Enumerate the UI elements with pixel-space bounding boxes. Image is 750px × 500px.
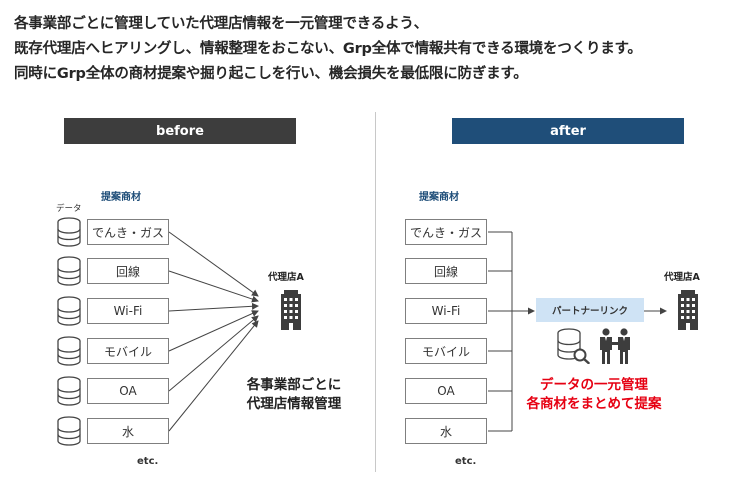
database-icon (57, 336, 81, 366)
after-bracket (488, 231, 667, 432)
product-box-denki-gas: でんき・ガス (87, 219, 169, 245)
arrow-kaisen (168, 270, 259, 303)
database-icon (57, 217, 81, 247)
product-box-oa: OA (405, 378, 487, 404)
after-caption-line-1: データの一元管理 (540, 377, 648, 393)
center-divider (375, 112, 376, 472)
database-icon (57, 416, 81, 446)
arrow-wifi (168, 302, 259, 312)
before-header: before (64, 118, 296, 144)
database-search-icon (557, 328, 590, 364)
after-agency-label: 代理店A (664, 272, 700, 283)
after-column-title: 提案商材 (419, 192, 459, 203)
before-column-title: 提案商材 (101, 192, 141, 203)
arrow-mobile (168, 310, 259, 352)
intro-line-1: 各事業部ごとに管理していた代理店情報を一元管理できるよう、 (14, 16, 428, 32)
arrow-denki (168, 231, 259, 297)
database-icon (57, 376, 81, 406)
intro-line-2: 既存代理店へヒアリングし、情報整理をおこない、Grp全体で情報共有できる環境をつ… (14, 41, 642, 57)
after-etc: etc. (455, 456, 477, 467)
before-arrows (168, 231, 259, 432)
before-caption-line-2: 代理店情報管理 (246, 396, 342, 412)
after-caption: データの一元管理 各商材をまとめて提案 (509, 376, 679, 414)
product-box-wifi: Wi-Fi (405, 298, 487, 324)
product-box-mobile: モバイル (87, 338, 169, 364)
after-header: after (452, 118, 684, 144)
building-icon (281, 290, 301, 330)
intro-text: 各事業部ごとに管理していた代理店情報を一元管理できるよう、 既存代理店へヒアリン… (14, 12, 744, 87)
product-box-denki-gas: でんき・ガス (405, 219, 487, 245)
product-box-oa: OA (87, 378, 169, 404)
before-agency-label: 代理店A (268, 272, 304, 283)
product-box-kaisen: 回線 (405, 258, 487, 284)
product-box-water: 水 (405, 418, 487, 444)
database-icon (57, 256, 81, 286)
product-box-mobile: モバイル (405, 338, 487, 364)
before-etc: etc. (137, 456, 159, 467)
arrow-water (168, 320, 259, 432)
intro-line-3: 同時にGrp全体の商材提案や掘り起こしを行い、機会損失を最低限に防ぎます。 (14, 66, 528, 82)
product-box-water: 水 (87, 418, 169, 444)
building-icon (678, 290, 698, 330)
product-box-kaisen: 回線 (87, 258, 169, 284)
product-box-wifi: Wi-Fi (87, 298, 169, 324)
before-caption: 各事業部ごとに 代理店情報管理 (234, 376, 354, 414)
handshake-people-icon (600, 328, 630, 364)
database-icon (57, 296, 81, 326)
arrow-oa (168, 315, 259, 392)
partner-link-box: パートナーリンク (536, 298, 644, 322)
before-caption-line-1: 各事業部ごとに (246, 377, 342, 393)
data-label: データ (56, 204, 82, 214)
after-caption-line-2: 各商材をまとめて提案 (526, 396, 662, 412)
